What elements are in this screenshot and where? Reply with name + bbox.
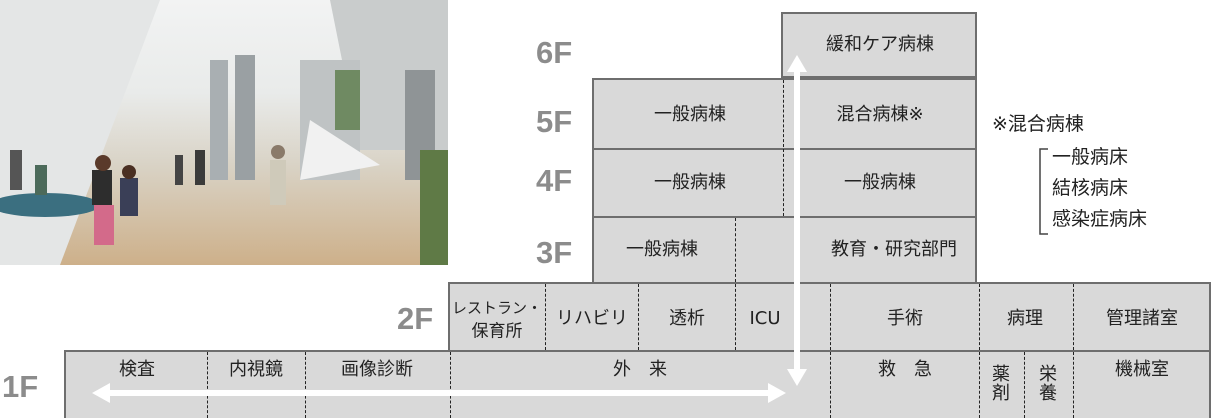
floor-label-6f: 6F: [536, 35, 573, 70]
room-dialysis: 透析: [669, 308, 705, 330]
floor-label-1f: 1F: [2, 369, 39, 404]
arrowhead-right: [768, 383, 786, 403]
room-daycare: 保育所: [471, 321, 523, 342]
divider: [1073, 284, 1074, 350]
room-general-ward-4f-right: 一般病棟: [844, 172, 916, 194]
floor-1f-box: [64, 350, 1211, 418]
room-examination: 検査: [119, 359, 155, 381]
room-outpatient: 外 来: [613, 359, 667, 381]
room-pharmacy: 薬 剤: [992, 364, 1010, 404]
room-mixed-ward-5f: 混合病棟※: [836, 104, 924, 126]
room-rehabilitation: リハビリ: [556, 308, 628, 330]
legend-item: 結核病床: [1052, 177, 1129, 199]
arrowhead-left: [92, 383, 110, 403]
floor-5f-box: [592, 78, 977, 150]
room-general-ward-3f: 一般病棟: [626, 239, 698, 261]
divider: [638, 284, 639, 350]
divider: [1024, 352, 1025, 418]
divider: [979, 284, 980, 350]
floor-4f-box: [592, 148, 977, 218]
room-education-research: 教育・研究部門: [831, 239, 957, 261]
divider: [735, 284, 736, 350]
divider: [545, 284, 546, 350]
room-emergency: 救 急: [878, 359, 932, 381]
legend-item: 感染症病床: [1052, 208, 1148, 230]
divider: [450, 352, 451, 418]
floor-label-2f: 2F: [397, 301, 434, 336]
room-machine: 機械室: [1115, 359, 1169, 381]
floor-3f-box: [592, 216, 977, 284]
divider: [1073, 352, 1074, 418]
divider: [830, 352, 831, 418]
room-general-ward-4f-left: 一般病棟: [654, 172, 726, 194]
arrowhead-down: [787, 369, 807, 386]
divider: [830, 284, 831, 350]
room-imaging: 画像診断: [341, 359, 413, 381]
divider: [783, 80, 784, 216]
divider: [735, 218, 736, 282]
legend-title: ※混合病棟: [992, 113, 1084, 135]
room-admin: 管理諸室: [1106, 308, 1178, 330]
room-restaurant: レストラン・: [451, 298, 543, 317]
atrium-photo: [0, 0, 448, 265]
arrowhead-up: [787, 55, 807, 72]
divider: [305, 352, 306, 418]
divider: [207, 352, 208, 418]
room-nutrition: 栄 養: [1039, 364, 1057, 404]
room-icu: ICU: [749, 308, 781, 330]
room-palliative-ward: 緩和ケア病棟: [826, 34, 934, 56]
floor-6f-box: [781, 12, 977, 78]
legend-item: 一般病床: [1052, 146, 1129, 168]
floor-label-4f: 4F: [536, 163, 573, 198]
room-surgery: 手術: [887, 308, 923, 330]
divider: [979, 352, 980, 418]
floor-label-5f: 5F: [536, 104, 573, 139]
floor-label-3f: 3F: [536, 235, 573, 270]
room-general-ward-5f: 一般病棟: [654, 104, 726, 126]
room-pathology: 病理: [1007, 308, 1043, 330]
room-endoscopy: 内視鏡: [229, 359, 283, 381]
